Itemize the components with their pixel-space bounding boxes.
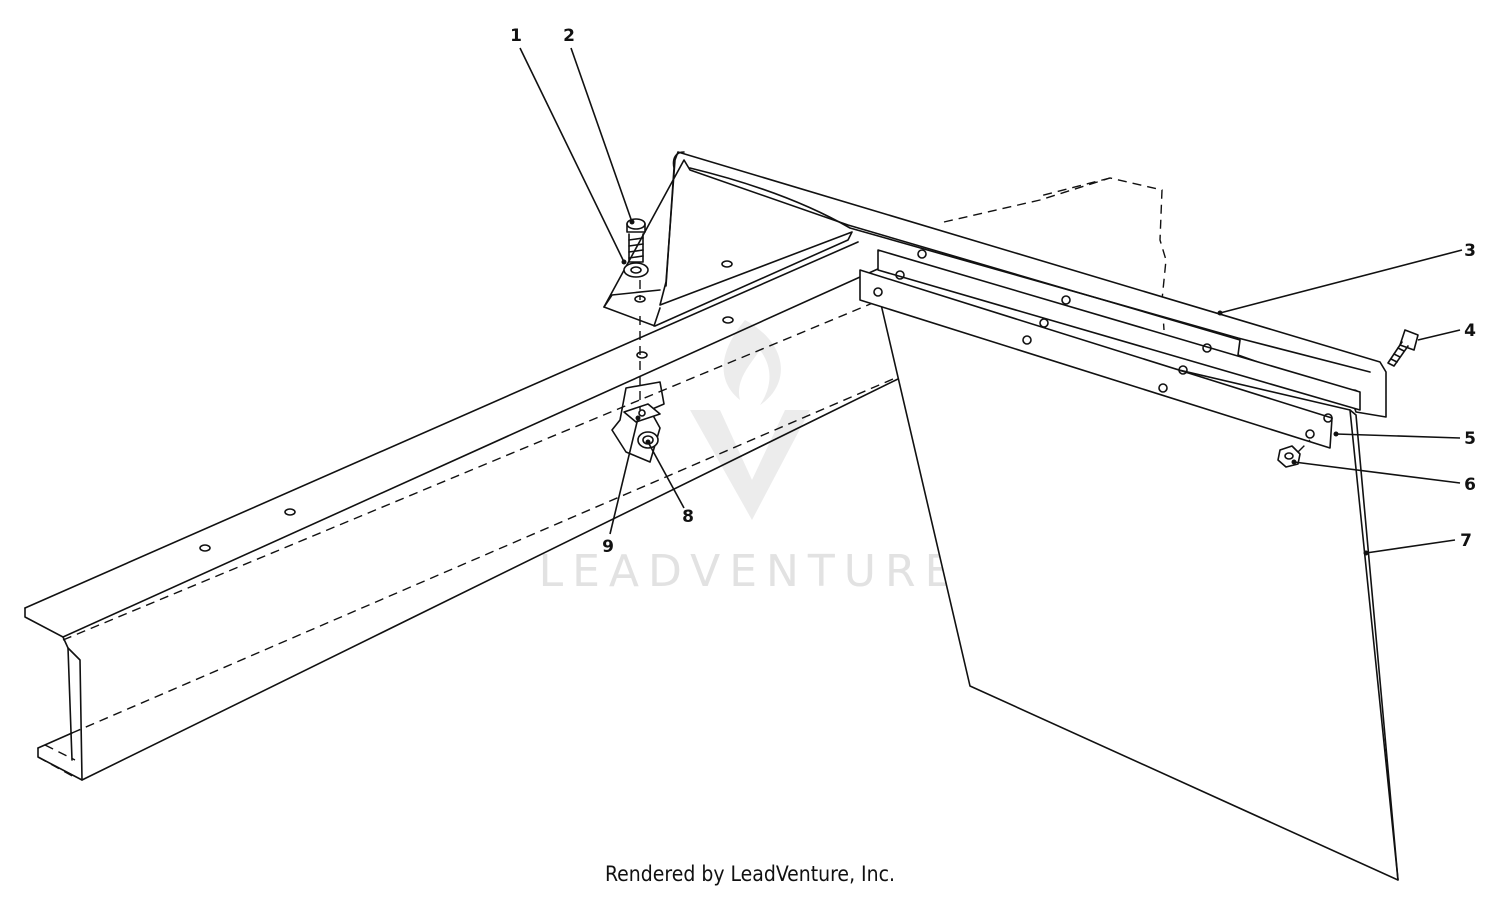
svg-text:3: 3 bbox=[1464, 241, 1476, 261]
callout-7: 7 bbox=[1363, 531, 1472, 556]
svg-text:1: 1 bbox=[510, 26, 522, 46]
watermark-text: LEADVENTURE bbox=[539, 546, 962, 597]
frame-rail bbox=[24, 177, 1167, 781]
svg-text:2: 2 bbox=[563, 26, 575, 46]
hex-bolt bbox=[1387, 329, 1419, 367]
flange-nut bbox=[637, 431, 659, 449]
callout-9: 9 bbox=[602, 415, 641, 557]
svg-text:6: 6 bbox=[1464, 475, 1476, 495]
callouts: 1 2 3 4 5 6 7 bbox=[510, 26, 1476, 557]
clamp-bar-holes bbox=[873, 249, 1333, 439]
callout-4: 4 bbox=[1417, 321, 1476, 341]
lock-washer bbox=[623, 262, 649, 278]
svg-text:7: 7 bbox=[1460, 531, 1472, 551]
watermark: LEADVENTURE bbox=[539, 320, 962, 597]
render-credit: Rendered by LeadVenture, Inc. bbox=[605, 862, 895, 886]
callout-2: 2 bbox=[563, 26, 635, 225]
rail-holes bbox=[199, 316, 734, 552]
clamp-bars bbox=[859, 249, 1361, 449]
svg-text:5: 5 bbox=[1464, 429, 1476, 449]
mud-flap bbox=[879, 299, 1399, 881]
callout-5: 5 bbox=[1333, 429, 1476, 449]
callout-6: 6 bbox=[1291, 459, 1476, 495]
svg-text:8: 8 bbox=[682, 507, 694, 527]
mounting-bracket bbox=[603, 151, 1387, 418]
callout-3: 3 bbox=[1217, 241, 1476, 316]
svg-text:9: 9 bbox=[602, 537, 614, 557]
callout-1: 1 bbox=[510, 26, 627, 265]
watermark-logo bbox=[690, 320, 810, 520]
svg-text:4: 4 bbox=[1464, 321, 1476, 341]
carriage-bolt bbox=[626, 218, 646, 263]
callout-8: 8 bbox=[645, 439, 694, 527]
